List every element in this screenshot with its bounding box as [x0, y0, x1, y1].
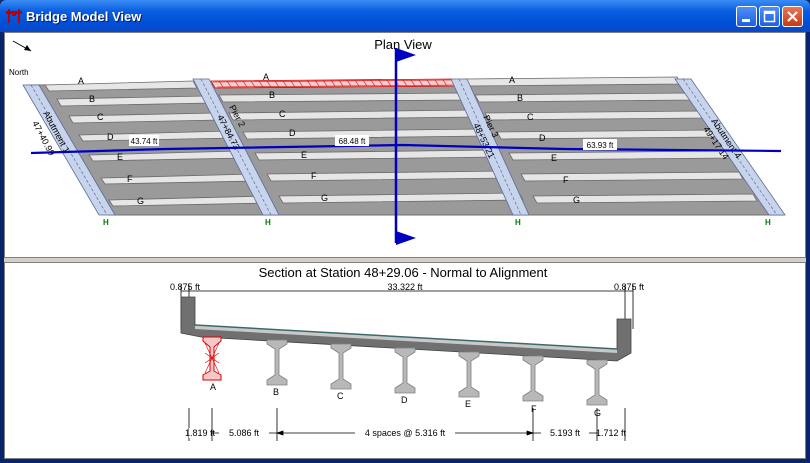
svg-text:C: C	[527, 112, 534, 122]
minimize-button[interactable]	[736, 6, 757, 27]
svg-text:B: B	[269, 90, 275, 100]
girder-c[interactable]	[330, 343, 352, 390]
svg-text:A: A	[263, 72, 269, 82]
svg-text:A: A	[509, 75, 515, 85]
svg-text:D: D	[107, 132, 114, 142]
bridge-app-icon	[6, 9, 22, 23]
svg-text:H: H	[515, 218, 521, 227]
svg-text:A: A	[210, 382, 216, 392]
window-title: Bridge Model View	[26, 9, 142, 24]
section-girder-labels: A B C D E F G	[210, 382, 601, 418]
girder-f[interactable]	[522, 355, 544, 402]
left-overhang-dim: 0.875 ft	[170, 282, 201, 292]
close-button[interactable]	[782, 6, 803, 27]
svg-text:F: F	[563, 175, 569, 185]
svg-text:F: F	[531, 404, 537, 414]
svg-text:H: H	[765, 218, 771, 227]
svg-text:H: H	[265, 218, 271, 227]
bearing-symbols: H H H H	[103, 218, 771, 227]
svg-text:B: B	[273, 387, 279, 397]
plan-view-title: Plan View	[374, 37, 432, 52]
svg-text:E: E	[465, 399, 471, 409]
svg-text:E: E	[117, 152, 123, 162]
dim-left-edge: 1.819 ft	[185, 428, 216, 438]
svg-text:C: C	[279, 109, 286, 119]
girder-a[interactable]	[202, 336, 222, 381]
deck-section[interactable]	[180, 296, 632, 362]
svg-text:H: H	[103, 218, 109, 227]
svg-text:D: D	[401, 395, 408, 405]
svg-text:B: B	[89, 94, 95, 104]
deck-width-dim: 33.322 ft	[387, 282, 423, 292]
span-1-length: 43.74 ft	[131, 137, 158, 146]
svg-text:E: E	[301, 150, 307, 160]
section-view-canvas[interactable]: Section at Station 48+29.06 - Normal to …	[5, 263, 805, 458]
svg-text:G: G	[321, 193, 328, 203]
svg-text:G: G	[573, 195, 580, 205]
section-cut-line[interactable]	[394, 48, 416, 245]
dim-first-spacing: 5.086 ft	[229, 428, 260, 438]
girder-d[interactable]	[394, 347, 416, 394]
plan-view-canvas[interactable]: North Plan View	[5, 33, 805, 257]
svg-text:B: B	[517, 93, 523, 103]
right-overhang-dim: 0.875 ft	[614, 282, 645, 292]
svg-text:D: D	[289, 128, 296, 138]
section-view-title: Section at Station 48+29.06 - Normal to …	[259, 265, 548, 280]
svg-text:C: C	[337, 391, 344, 401]
svg-text:G: G	[594, 408, 601, 418]
svg-text:E: E	[551, 153, 557, 163]
minimize-icon	[742, 19, 750, 22]
dim-middle-spacing: 4 spaces @ 5.316 ft	[365, 428, 446, 438]
client-area: North Plan View	[4, 32, 806, 459]
title-bar[interactable]: Bridge Model View	[0, 0, 810, 32]
dim-right-edge: 1.712 ft	[596, 428, 627, 438]
maximize-button[interactable]	[759, 6, 780, 27]
svg-text:A: A	[78, 76, 84, 86]
close-icon	[787, 11, 798, 22]
girder-e[interactable]	[458, 351, 480, 398]
svg-text:F: F	[311, 171, 317, 181]
abutment-4[interactable]	[674, 78, 786, 216]
abutment-1[interactable]	[22, 84, 116, 216]
svg-text:C: C	[97, 112, 104, 122]
svg-text:F: F	[127, 174, 133, 184]
svg-text:D: D	[539, 133, 546, 143]
maximize-icon	[763, 10, 776, 23]
section-view-pane[interactable]: Section at Station 48+29.06 - Normal to …	[4, 262, 806, 459]
north-label: North	[9, 68, 29, 77]
span-3-girders	[464, 76, 758, 204]
girder-labels: A B C D E F G A B C D E F G A B C	[78, 72, 580, 206]
plan-view-pane[interactable]: North Plan View	[4, 32, 806, 258]
span-3-length: 63.93 ft	[587, 141, 614, 150]
span-2-length: 68.48 ft	[339, 137, 366, 146]
alignment-line[interactable]	[30, 143, 782, 155]
dim-last-spacing: 5.193 ft	[550, 428, 581, 438]
girder-g[interactable]	[586, 359, 608, 406]
girder-b[interactable]	[266, 339, 288, 386]
svg-text:G: G	[137, 196, 144, 206]
north-arrow-icon	[12, 40, 32, 52]
